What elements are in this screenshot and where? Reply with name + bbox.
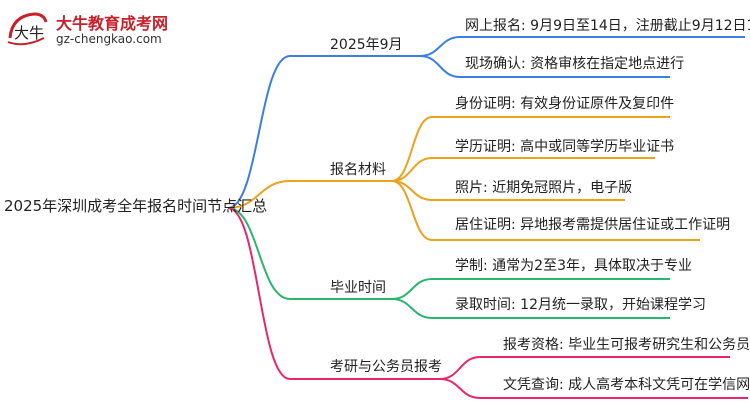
- leaf-id-proof: 身份证明: 有效身份证原件及复印件: [455, 96, 675, 112]
- root-to-branch-connector: [227, 207, 440, 380]
- branch-to-leaf-connector: [391, 298, 670, 319]
- root-node: 2025年深圳成考全年报名时间节点汇总: [4, 197, 268, 215]
- branch-to-leaf-connector: [391, 278, 670, 300]
- leaf-education-proof: 学历证明: 高中或同等学历毕业证书: [455, 139, 675, 155]
- leaf-onsite-confirmation: 现场确认: 资格审核在指定地点进行: [465, 56, 685, 72]
- branch-node-postgrad-civil: 考研与公务员报考: [330, 359, 442, 375]
- branch-node-materials: 报名材料: [330, 162, 386, 178]
- branch-to-leaf-connector: [419, 36, 745, 57]
- logo-title: 大牛教育成考网: [56, 14, 169, 33]
- branch-to-leaf-connector: [391, 180, 700, 241]
- branch-to-leaf-connector: [419, 55, 670, 78]
- branch-node-registration-month: 2025年9月: [330, 37, 403, 53]
- branch-to-leaf-connector: [439, 356, 730, 380]
- leaf-residence-proof: 居住证明: 异地报考需提供居住证或工作证明: [455, 217, 731, 233]
- branch-to-leaf-connector: [439, 378, 748, 399]
- leaf-program-length: 学制: 通常为2至3年，具体取决于专业: [455, 258, 692, 274]
- site-logo[interactable]: 大牛 大牛教育成考网 gz-chengkao.com: [4, 8, 194, 54]
- root-to-branch-connector: [227, 55, 420, 209]
- logo-url: gz-chengkao.com: [56, 32, 162, 46]
- leaf-photo: 照片: 近期免冠照片，电子版: [455, 180, 633, 196]
- root-to-branch-connector: [227, 180, 392, 209]
- leaf-online-registration: 网上报名: 9月9日至14日，注册截止9月12日17时: [465, 18, 750, 34]
- root-to-branch-connector: [227, 207, 392, 300]
- branch-to-leaf-connector: [391, 157, 655, 182]
- branch-to-leaf-connector: [391, 116, 670, 182]
- leaf-eligibility: 报考资格: 毕业生可报考研究生和公务员: [503, 337, 750, 353]
- logo-mark-icon: 大牛: [7, 12, 48, 46]
- logo-mark-text: 大牛: [14, 24, 44, 42]
- leaf-admission-time: 录取时间: 12月统一录取，开始课程学习: [455, 297, 706, 313]
- leaf-diploma-lookup: 文凭查询: 成人高考本科文凭可在学信网上查: [503, 377, 750, 393]
- branch-node-graduation: 毕业时间: [330, 280, 386, 296]
